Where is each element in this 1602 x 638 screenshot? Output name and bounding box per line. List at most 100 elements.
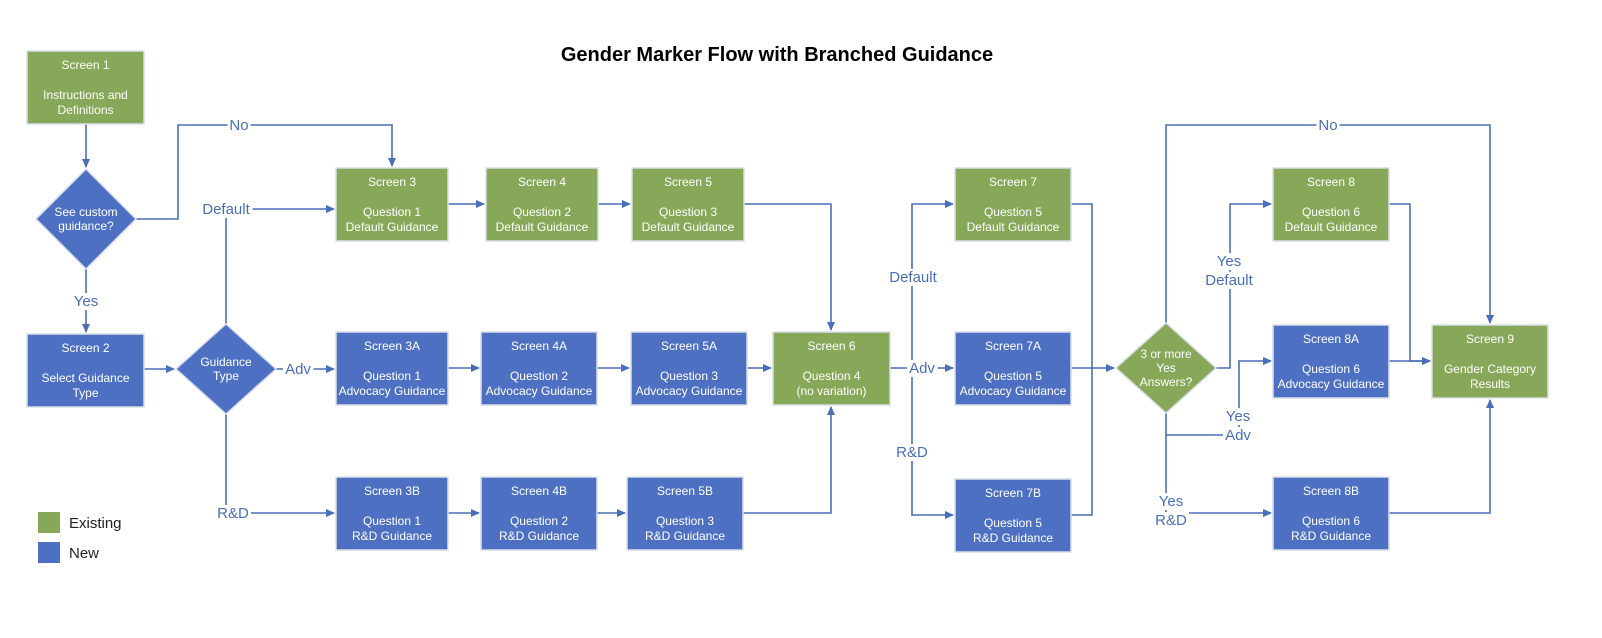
node-s2-line: Select Guidance	[41, 371, 129, 385]
node-s4a-line: Question 2	[510, 369, 568, 383]
node-s5-line: Default Guidance	[642, 220, 735, 234]
node-s9-line: Gender Category	[1444, 362, 1536, 376]
node-s5-line: Screen 5	[664, 175, 712, 189]
node-s4-line: Default Guidance	[496, 220, 589, 234]
label-yes-adv-1-text: Yes	[1226, 408, 1250, 425]
label-yes-default-2: Default	[1203, 272, 1256, 289]
label-rd-mid-text: R&D	[896, 444, 928, 461]
node-s4a-line: Screen 4A	[511, 339, 567, 353]
connector	[743, 406, 835, 514]
label-rd-left-text: R&D	[217, 505, 249, 522]
connector	[911, 200, 954, 368]
label-no-top-text: No	[229, 117, 248, 134]
node-s3-line: Question 1	[363, 205, 421, 219]
node-s1-line: Screen 1	[61, 58, 109, 72]
decision-d3-line: Answers?	[1140, 375, 1193, 389]
label-yes-adv-2-text: Adv	[1225, 427, 1251, 444]
node-s7-line: Default Guidance	[967, 220, 1060, 234]
label-yes-default-2-text: Default	[1205, 272, 1253, 289]
legend-item-existing: Existing	[38, 512, 122, 533]
node-s7-line: Question 5	[984, 205, 1042, 219]
label-no-right: No	[1316, 117, 1340, 134]
node-s8-line: Screen 8	[1307, 175, 1355, 189]
node-s8b-line: R&D Guidance	[1291, 529, 1371, 543]
node-s3a-line: Screen 3A	[364, 339, 420, 353]
node-s8-line: Default Guidance	[1285, 220, 1378, 234]
decision-d2-line: Type	[213, 369, 239, 383]
label-yes-default-1-text: Yes	[1217, 253, 1241, 270]
label-yes-rd-2: R&D	[1153, 512, 1190, 529]
node-s3b-line: R&D Guidance	[352, 529, 432, 543]
label-yes-rd-1: Yes	[1156, 493, 1186, 510]
node-s6-line: Screen 6	[807, 339, 855, 353]
node-s3b-line: Screen 3B	[364, 484, 420, 498]
node-s9-line: Screen 9	[1466, 332, 1514, 346]
node-s8b-line: Screen 8B	[1303, 484, 1359, 498]
legend-swatch	[38, 512, 60, 533]
node-s5b-line: R&D Guidance	[645, 529, 725, 543]
legend-label: New	[69, 545, 99, 562]
node-s8b-line: Question 6	[1302, 514, 1360, 528]
legend-label: Existing	[69, 515, 122, 532]
label-adv-left: Adv	[283, 361, 314, 378]
decision-d3-line: 3 or more	[1140, 347, 1192, 361]
connector	[1071, 368, 1093, 516]
node-s3-line: Default Guidance	[346, 220, 439, 234]
label-default-left-text: Default	[202, 201, 250, 218]
label-no-right-text: No	[1318, 117, 1337, 134]
connector	[744, 203, 835, 331]
node-s8a-line: Advocacy Guidance	[1278, 377, 1385, 391]
node-s4b-line: R&D Guidance	[499, 529, 579, 543]
label-default-mid-text: Default	[889, 269, 937, 286]
node-s3-line: Screen 3	[368, 175, 416, 189]
label-rd-left: R&D	[215, 505, 252, 522]
node-s3b: Screen 3B Question 1R&D Guidance	[335, 476, 449, 551]
label-rd-mid: R&D	[894, 444, 931, 461]
edge-labels: NoYesDefaultAdvR&DDefaultAdvR&DNoYesDefa…	[71, 117, 1340, 529]
node-s5a-line: Screen 5A	[661, 339, 717, 353]
label-yes-rd-1-text: Yes	[1159, 493, 1183, 510]
node-s5-line: Question 3	[659, 205, 717, 219]
label-yes-default-1: Yes	[1214, 253, 1244, 270]
node-s3a-line: Question 1	[363, 369, 421, 383]
node-s1-line: Instructions and	[43, 88, 128, 102]
node-s7b-line: Question 5	[984, 516, 1042, 530]
node-s4a-line: Advocacy Guidance	[486, 384, 593, 398]
connector	[136, 124, 396, 220]
label-yes-left: Yes	[71, 293, 101, 310]
node-s8a-line: Question 6	[1302, 362, 1360, 376]
node-s8-line: Question 6	[1302, 205, 1360, 219]
label-default-mid: Default	[887, 269, 940, 286]
connector	[225, 414, 335, 517]
decision-d3-line: Yes	[1156, 361, 1176, 375]
label-yes-left-text: Yes	[74, 293, 98, 310]
label-adv-left-text: Adv	[285, 361, 311, 378]
node-s8b: Screen 8B Question 6R&D Guidance	[1272, 476, 1390, 551]
node-s5b-line: Question 3	[656, 514, 714, 528]
node-s7a-line: Screen 7A	[985, 339, 1041, 353]
label-default-left: Default	[200, 201, 253, 218]
connector	[1071, 203, 1093, 368]
node-s4b-line: Question 2	[510, 514, 568, 528]
node-s3b-line: Question 1	[363, 514, 421, 528]
label-yes-adv-2: Adv	[1223, 427, 1254, 444]
node-s5a-line: Question 3	[660, 369, 718, 383]
node-s7a-line: Advocacy Guidance	[960, 384, 1067, 398]
node-s5b-line: Screen 5B	[657, 484, 713, 498]
connector	[1389, 399, 1494, 514]
node-s4-line: Screen 4	[518, 175, 566, 189]
